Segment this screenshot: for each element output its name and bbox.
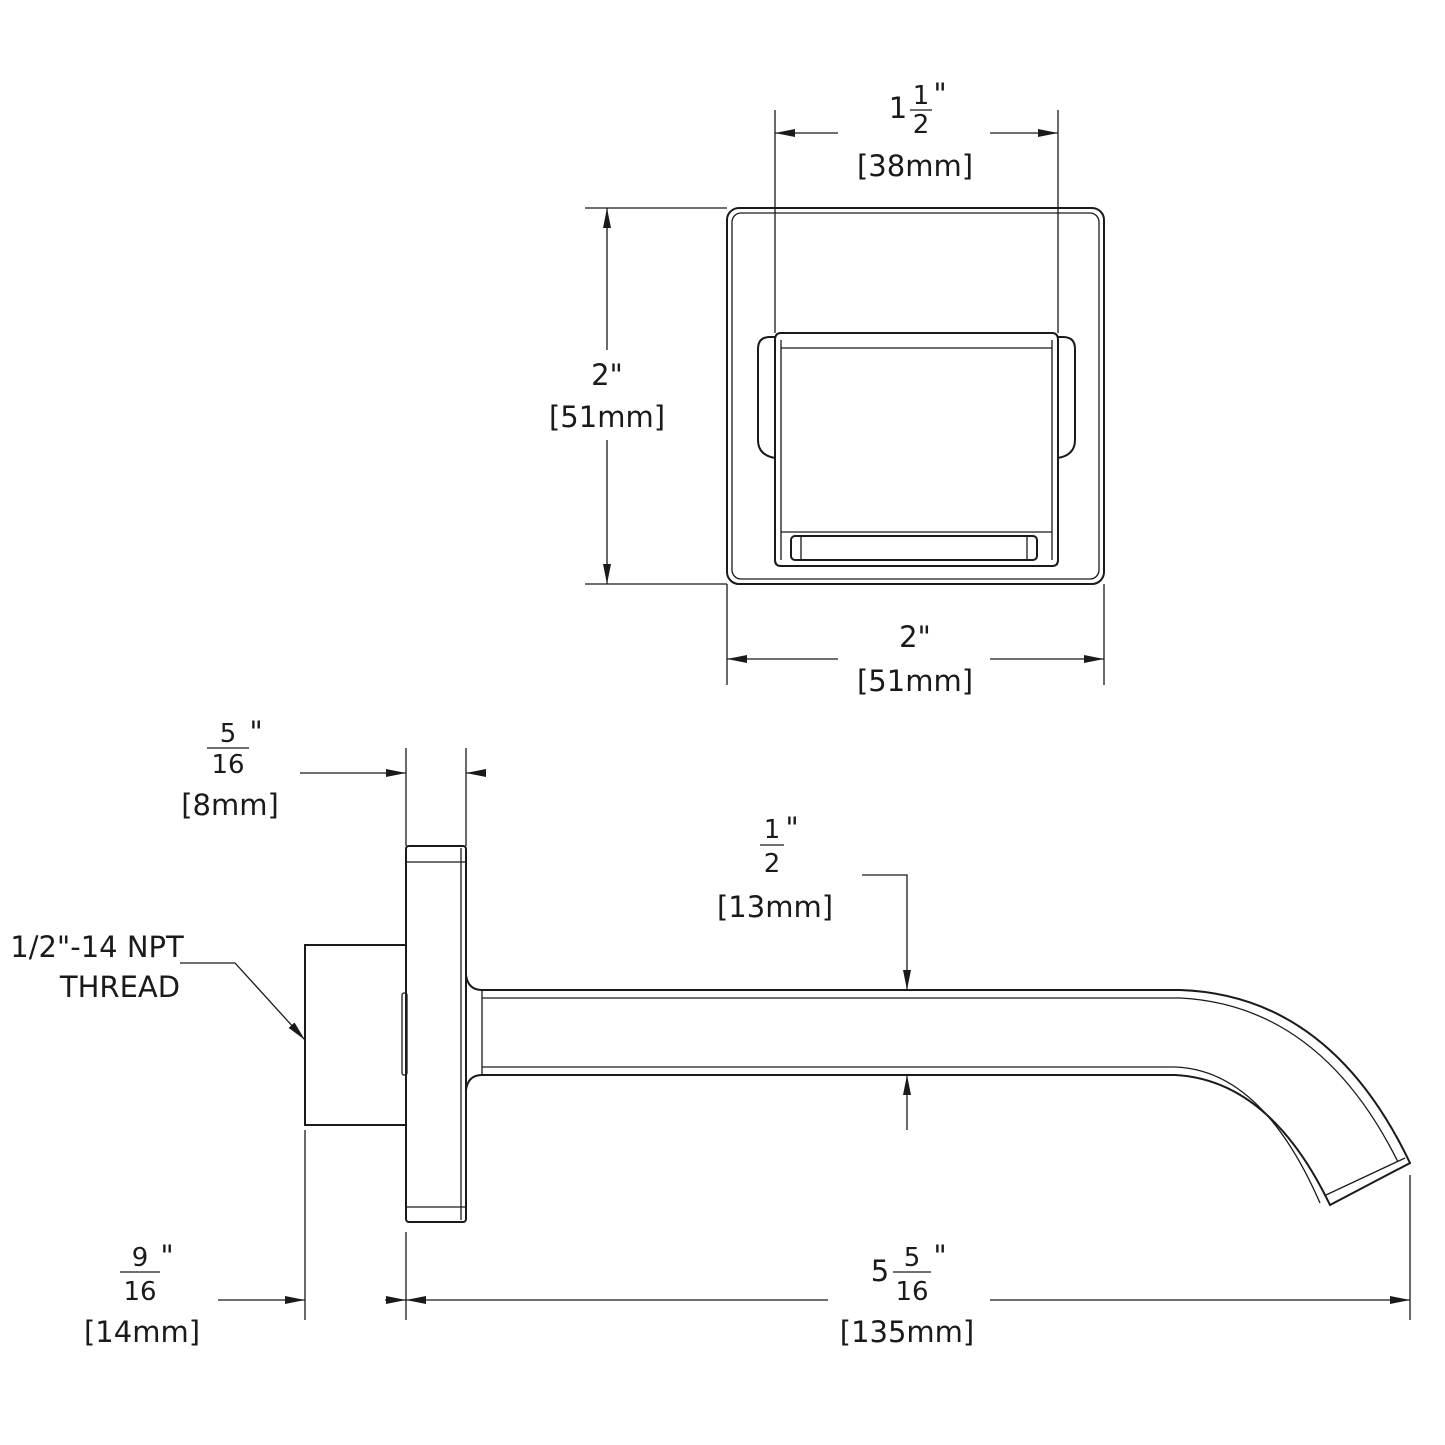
svg-text:[13mm]: [13mm] — [717, 890, 833, 924]
svg-text:": " — [933, 77, 946, 111]
thread-callout: 1/2"-14 NPT THREAD — [10, 930, 306, 1041]
svg-text:[8mm]: [8mm] — [181, 788, 279, 822]
svg-text:2": 2" — [899, 620, 931, 654]
escutcheon-plate-outer — [726, 207, 1105, 585]
side-view: 5 16 " [8mm] 1 2 " [13mm] 1/2"-14 NPT TH… — [10, 715, 1412, 1349]
svg-text:[51mm]: [51mm] — [857, 664, 973, 698]
spout-body — [465, 974, 1412, 1207]
svg-text:2": 2" — [591, 358, 623, 392]
right-tab — [1057, 336, 1076, 459]
svg-text:[135mm]: [135mm] — [840, 1315, 974, 1349]
svg-text:": " — [933, 1239, 946, 1273]
svg-text:THREAD: THREAD — [59, 970, 180, 1004]
dimension-nut-depth: 9 16 " [14mm] — [84, 1130, 1411, 1349]
svg-text:16: 16 — [123, 1277, 156, 1307]
dimension-flange-thickness: 5 16 " [8mm] — [181, 715, 486, 846]
outlet-slot — [790, 535, 1038, 561]
flange — [405, 845, 467, 1223]
svg-text:5: 5 — [871, 1254, 889, 1288]
svg-text:2: 2 — [764, 849, 781, 879]
svg-text:9: 9 — [132, 1243, 149, 1273]
dimension-spout-length: 5 5 16 " [135mm] — [406, 1239, 1410, 1349]
svg-text:5: 5 — [904, 1243, 921, 1273]
dimension-bottom-width: 2" [51mm] — [726, 584, 1105, 698]
svg-text:1: 1 — [889, 91, 907, 125]
spout-face-inner — [780, 340, 1053, 560]
svg-text:[14mm]: [14mm] — [84, 1315, 200, 1349]
svg-text:1: 1 — [764, 815, 781, 845]
svg-text:": " — [160, 1239, 173, 1273]
svg-text:1: 1 — [913, 81, 930, 111]
svg-text:5: 5 — [220, 719, 237, 749]
svg-text:1/2"-14 NPT: 1/2"-14 NPT — [10, 930, 184, 964]
top-view: 1 1 2 " [38mm] 2" [51mm] 2" [51mm] — [549, 77, 1105, 698]
escutcheon-plate-inner — [731, 212, 1100, 580]
svg-text:16: 16 — [895, 1277, 928, 1307]
svg-text:[51mm]: [51mm] — [549, 400, 665, 434]
spout-face-outline — [774, 332, 1059, 567]
svg-text:": " — [785, 811, 798, 845]
left-tab — [757, 336, 776, 459]
svg-text:2: 2 — [913, 110, 930, 140]
svg-text:16: 16 — [211, 750, 244, 780]
dimension-spout-height: 1 2 " [13mm] — [717, 811, 911, 1130]
dimension-top-height: 2" [51mm] — [549, 207, 727, 585]
svg-text:": " — [249, 715, 262, 749]
svg-text:[38mm]: [38mm] — [857, 149, 973, 183]
back-nut — [304, 944, 406, 1126]
dimension-top-width: 1 1 2 " [38mm] — [774, 77, 1059, 333]
